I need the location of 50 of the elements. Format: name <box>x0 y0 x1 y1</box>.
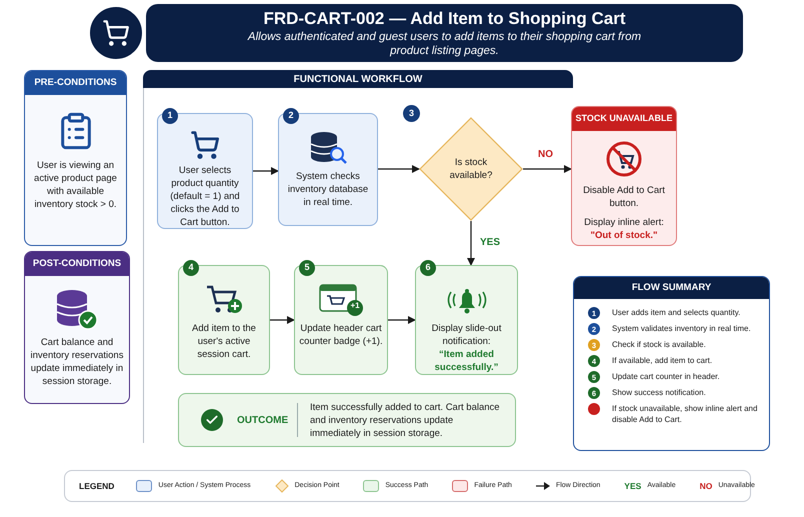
summary-text: System validates inventory in real time. <box>612 323 751 334</box>
step-text: System checks inventory database in real time. <box>286 170 370 209</box>
decision-text: Is stock available? <box>448 156 494 182</box>
banner-heading: FRD-CART-002 — Add Item to Shopping Cart <box>263 8 626 30</box>
title-banner <box>146 4 743 62</box>
banner-description: Allows authenticated and guest users to add items to their shopping cart from product listing pages. <box>246 30 642 58</box>
legend-sample-text: YES <box>624 480 642 492</box>
step-number-badge: 3 <box>403 105 420 122</box>
alert-message: "Out of stock." <box>590 228 658 242</box>
legend-sample-text: NO <box>700 480 712 492</box>
flow-arrow <box>270 316 295 324</box>
condition-text: User is viewing an active product page with available inventory stock > 0. <box>33 159 118 212</box>
flow-arrow <box>378 165 420 173</box>
flow-arrow <box>388 316 416 324</box>
panel-header: POST-CONDITIONS <box>25 252 129 276</box>
outcome-text: Item successfully added to cart. Cart balance and inventory reservations update immediately in session storage. <box>310 400 500 440</box>
failure-header: STOCK UNAVAILABLE <box>572 107 676 130</box>
summary-header: FLOW SUMMARY <box>574 277 769 300</box>
flow-arrow <box>523 165 572 173</box>
outcome-box <box>178 393 516 447</box>
step-text: Update header cart counter badge (+1). <box>298 322 384 348</box>
section-header: FUNCTIONAL WORKFLOW <box>143 70 573 88</box>
summary-text: If available, add item to cart. <box>612 355 712 366</box>
step-number-badge: 5 <box>299 260 315 276</box>
step-number-badge: 6 <box>420 260 436 276</box>
summary-text: If stock unavailable, show inline alert and disable Add to Cart. <box>612 403 758 426</box>
condition-panel <box>24 251 130 404</box>
summary-panel <box>573 276 770 451</box>
step-text: Add item to the user's active session cart. <box>191 322 257 361</box>
step-number-badge: 1 <box>162 108 178 124</box>
legend-title: LEGEND <box>79 480 114 492</box>
failure-box <box>571 106 677 246</box>
panel-header: PRE-CONDITIONS <box>25 71 126 96</box>
summary-text: Check if stock is available. <box>612 339 706 350</box>
counter-badge-text: +1 <box>349 302 361 310</box>
step-number-badge: 4 <box>183 260 199 276</box>
failure-text: Display inline alert: <box>584 216 664 228</box>
summary-text: Show success notification. <box>612 387 706 398</box>
step-text: Display slide-out notification: <box>430 322 502 348</box>
step-text: User selects product quantity (default = 1) and clicks the Add to Cart button. <box>169 164 241 229</box>
failure-text: Disable Add to Cart button. <box>582 184 666 210</box>
flow-arrow <box>467 221 475 266</box>
condition-panel <box>24 70 127 246</box>
step-number-badge: 2 <box>283 108 299 124</box>
flow-arrow <box>253 167 279 175</box>
notification-text: “Item added successfully.” <box>434 348 500 374</box>
condition-text: Cart balance and inventory reservations update immediately in session storage. <box>30 336 124 388</box>
summary-text: Update cart counter in header. <box>612 371 720 382</box>
summary-text: User adds item and selects quantity. <box>612 307 740 318</box>
outcome-label: OUTCOME <box>237 414 290 428</box>
